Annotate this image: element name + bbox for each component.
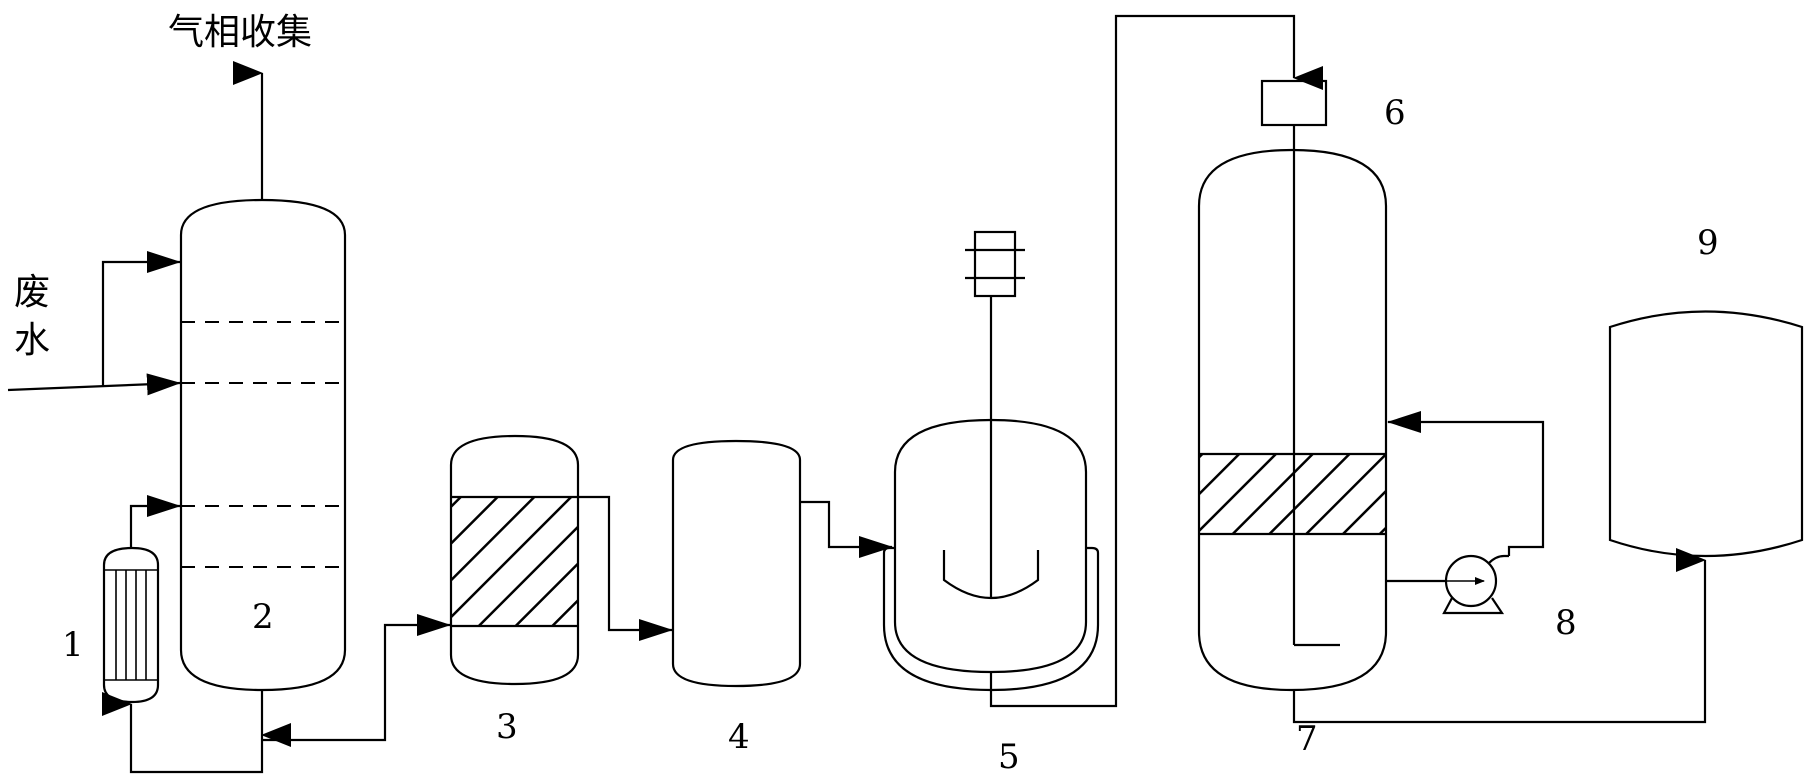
packed-reactor-7	[1197, 125, 1388, 692]
distillation-column-2	[179, 198, 347, 692]
reactor7-to-tank9-line	[1292, 548, 1707, 724]
pump-recycle-line	[1387, 411, 1545, 556]
distributor-6	[1260, 79, 1328, 127]
stirred-reactor-5	[882, 230, 1100, 692]
gas-collection-label: 气相收集	[168, 12, 312, 53]
reactor5-to-distributor6-line	[989, 14, 1323, 708]
wastewater-label-bottom: 水	[14, 320, 50, 361]
tank-9	[1608, 310, 1804, 558]
packed-vessel-3	[449, 434, 580, 686]
wastewater-label-top: 废	[14, 272, 50, 313]
label-tank-9: 9	[1697, 223, 1719, 263]
tank4-to-reactor5-line	[800, 500, 893, 558]
wastewater-feed-lines	[7, 251, 181, 396]
label-pump-8: 8	[1555, 603, 1577, 643]
column-bottom-lines	[102, 614, 451, 774]
label-column-2: 2	[252, 597, 274, 637]
label-reactor-5: 5	[998, 737, 1020, 777]
label-packed-vessel-3: 3	[496, 707, 518, 747]
label-heat-exchanger-1: 1	[62, 625, 84, 665]
tank-4	[671, 439, 802, 688]
label-distributor-6: 6	[1384, 93, 1406, 133]
heat-exchanger-1	[102, 546, 160, 704]
vessel3-to-tank4-line	[578, 495, 673, 641]
exchanger-to-column-line	[129, 495, 181, 548]
label-reactor-7: 7	[1296, 719, 1318, 759]
label-tank-4: 4	[728, 717, 750, 757]
pump-8	[1442, 554, 1509, 615]
